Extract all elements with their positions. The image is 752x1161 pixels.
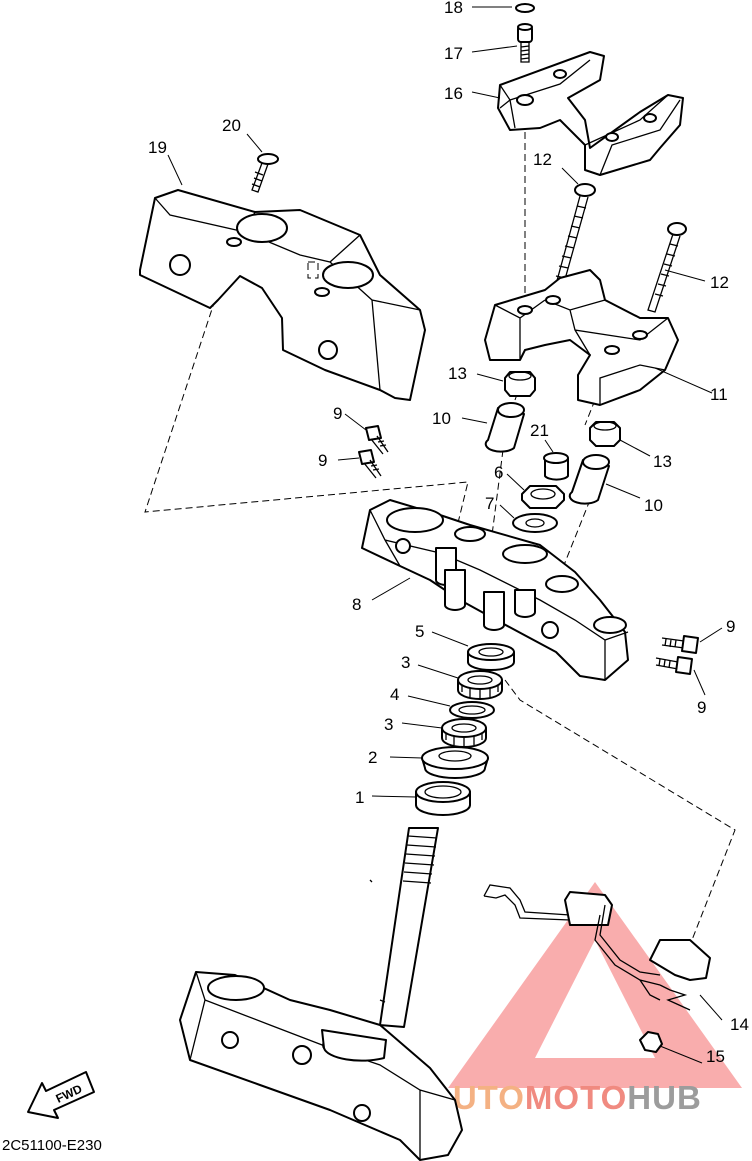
callout-9-a: 9	[333, 404, 342, 423]
part-3-ring-nut-lower	[401, 718, 487, 748]
callout-5: 5	[415, 622, 424, 641]
callout-17: 17	[444, 44, 463, 63]
callout-20: 20	[222, 116, 241, 135]
callout-13-left: 13	[448, 364, 467, 383]
part-6-nut	[506, 473, 565, 509]
part-12-bolts	[554, 167, 706, 313]
drawing-code: 2C51100-E230	[2, 1137, 102, 1154]
part-18-cap	[472, 3, 535, 13]
part-3-ring-nut-upper	[417, 664, 503, 700]
part-14-harness-holder	[483, 884, 723, 1021]
part-7-washer	[499, 504, 558, 533]
callout-12-right: 12	[710, 273, 729, 292]
callout-21: 21	[530, 421, 549, 440]
callout-19: 19	[148, 138, 167, 157]
callout-10-right: 10	[644, 496, 663, 515]
part-11-lower-holder	[484, 269, 713, 406]
part-15-nut	[639, 1031, 703, 1064]
svg-text:AUTOMOTOHUB: AUTOMOTOHUB	[428, 1079, 702, 1116]
watermark-triangle	[448, 882, 742, 1088]
part-19-cover	[139, 154, 426, 401]
callout-12-upper: 12	[533, 150, 552, 169]
part-16-upper-holder	[471, 51, 684, 176]
callout-10-left: 10	[432, 409, 451, 428]
part-10-collars	[461, 402, 641, 505]
callout-3-lower: 3	[384, 715, 393, 734]
part-20-screw	[246, 133, 279, 193]
part-13-nuts	[476, 371, 651, 457]
watermark-hub: HUB	[627, 1079, 702, 1116]
callout-11: 11	[710, 385, 728, 404]
callout-9-c: 9	[726, 617, 735, 636]
callout-1: 1	[355, 788, 364, 807]
callout-2: 2	[368, 748, 377, 767]
callout-7: 7	[485, 494, 494, 513]
steering-stem	[179, 827, 463, 1161]
part-4-lock-washer	[407, 695, 495, 719]
callout-4: 4	[390, 685, 399, 704]
callout-14: 14	[730, 1015, 749, 1034]
watermark-moto: MOTO	[525, 1079, 627, 1116]
callout-9-b: 9	[318, 451, 327, 470]
part-9-lower-bolts	[655, 627, 723, 696]
callout-6: 6	[494, 463, 503, 482]
callout-13-right: 13	[653, 452, 672, 471]
callout-18: 18	[444, 0, 463, 17]
part-17-bolt	[471, 23, 533, 63]
callout-3-upper: 3	[401, 653, 410, 672]
part-9-upper-bolts	[337, 413, 389, 479]
part-2-bearing-cover	[389, 746, 489, 779]
part-21-spacer	[543, 439, 569, 481]
callout-8: 8	[352, 595, 361, 614]
fwd-arrow-icon: FWD	[27, 1071, 95, 1119]
callout-15: 15	[706, 1047, 725, 1066]
part-1-bearing	[371, 781, 471, 816]
callout-labels: 18 17 16 20 19 12 12 13 11 9 10 21 9 13 …	[148, 0, 749, 1066]
callout-9-d: 9	[697, 698, 706, 717]
callout-16: 16	[444, 84, 463, 103]
part-5-washer	[431, 631, 515, 671]
part-8-upper-bracket	[361, 499, 629, 681]
